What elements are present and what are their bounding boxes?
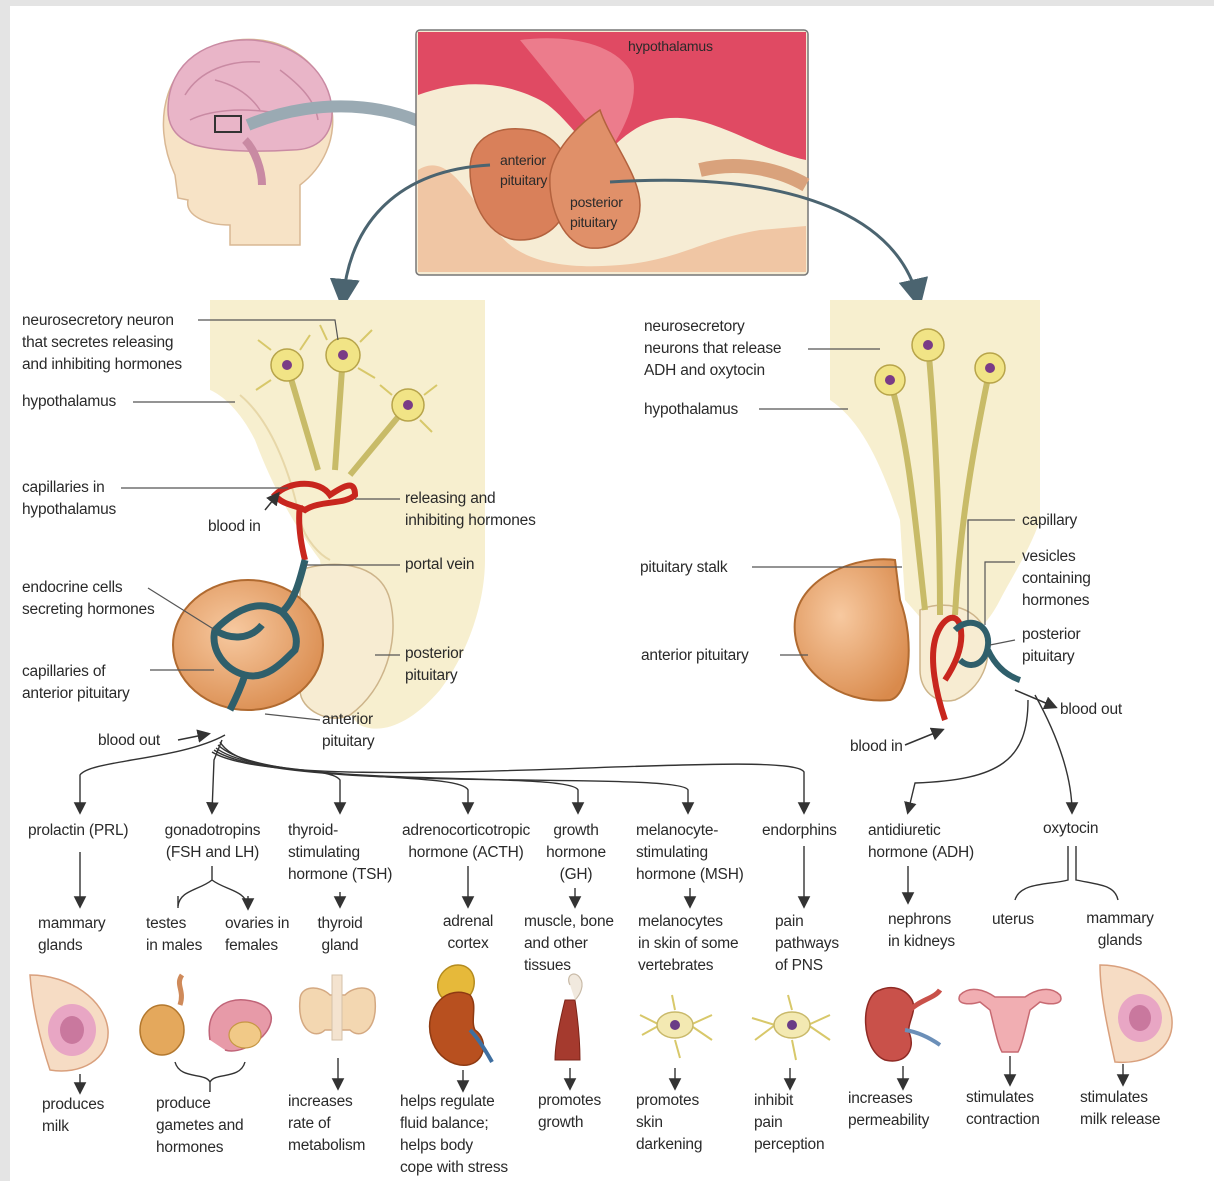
mammary-gland-icon <box>30 975 108 1071</box>
adrenal-icon <box>430 965 492 1065</box>
label-neurosecretory-neuron: neurosecretory neuron that secretes rele… <box>22 310 182 376</box>
effect-inhibit-pain: inhibit pain perception <box>754 1090 824 1156</box>
label-right-blood-out: blood out <box>1060 699 1122 721</box>
effect-fluid-balance: helps regulate fluid balance; helps body… <box>400 1091 508 1179</box>
label-capillaries-hypothalamus: capillaries in hypothalamus <box>22 477 116 521</box>
label-right-anterior: anterior pituitary <box>641 645 749 667</box>
mammary-gland-icon <box>1100 965 1172 1062</box>
effect-gametes: produce gametes and hormones <box>156 1093 243 1159</box>
target-ovaries: ovaries in females <box>225 913 289 957</box>
label-right-blood-in: blood in <box>850 736 903 758</box>
label-capillaries-anterior: capillaries of anterior pituitary <box>22 661 130 705</box>
target-melanocytes: melanocytes in skin of some vertebrates <box>638 911 738 977</box>
hormone-acth: adrenocorticotropic hormone (ACTH) <box>392 820 540 864</box>
label-right-hypothalamus: hypothalamus <box>644 399 738 421</box>
hormone-gh: growth hormone (GH) <box>546 820 606 886</box>
gonads-icon <box>140 975 271 1055</box>
target-oxytocin-mammary: mammary glands <box>1080 908 1160 952</box>
effect-contraction: stimulates contraction <box>966 1087 1040 1131</box>
label-vesicles: vesicles containing hormones <box>1022 546 1091 612</box>
label-right-posterior: posterior pituitary <box>1022 624 1081 668</box>
label-pituitary-stalk: pituitary stalk <box>640 557 727 579</box>
target-mammary-glands: mammary glands <box>38 913 106 957</box>
label-portal-vein: portal vein <box>405 554 474 576</box>
label-left-anterior: anterior pituitary <box>322 709 374 753</box>
label-endocrine-cells: endocrine cells secreting hormones <box>22 577 155 621</box>
label-left-blood-in: blood in <box>208 516 261 538</box>
melanocyte-icon <box>640 995 712 1058</box>
label-left-blood-out: blood out <box>98 730 160 752</box>
head-illustration <box>163 39 332 245</box>
neuron-icon <box>752 995 830 1060</box>
uterus-icon <box>959 989 1061 1052</box>
hormone-tsh: thyroid- stimulating hormone (TSH) <box>288 820 392 886</box>
effect-skin-darkening: promotes skin darkening <box>636 1090 702 1156</box>
label-releasing-hormones: releasing and inhibiting hormones <box>405 488 536 532</box>
pituitary-inset <box>416 30 808 275</box>
hormone-endorphins: endorphins <box>762 820 837 842</box>
effect-metabolism: increases rate of metabolism <box>288 1091 365 1157</box>
effect-growth: promotes growth <box>538 1090 601 1134</box>
label-left-posterior: posterior pituitary <box>405 643 464 687</box>
inset-anterior-label: anterior pituitary <box>500 150 547 190</box>
label-neurosecretory-neurons: neurosecretory neurons that release ADH … <box>644 316 781 382</box>
target-uterus: uterus <box>992 909 1034 931</box>
target-nephrons: nephrons in kidneys <box>888 909 955 953</box>
target-testes: testes in males <box>146 913 202 957</box>
effect-permeability: increases permeability <box>848 1088 929 1132</box>
kidney-icon <box>866 988 940 1061</box>
hormone-msh: melanocyte- stimulating hormone (MSH) <box>636 820 744 886</box>
bone-icon <box>555 974 582 1060</box>
hormone-gonadotropins: gonadotropins (FSH and LH) <box>160 820 265 864</box>
inset-hypothalamus-label: hypothalamus <box>628 36 713 56</box>
inset-posterior-label: posterior pituitary <box>570 192 623 232</box>
hormone-prl: prolactin (PRL) <box>28 820 128 842</box>
target-pain-pathways: pain pathways of PNS <box>775 911 839 977</box>
hormone-oxytocin: oxytocin <box>1043 818 1098 840</box>
label-left-hypothalamus: hypothalamus <box>22 391 116 413</box>
thyroid-icon <box>300 975 376 1040</box>
label-capillary: capillary <box>1022 510 1077 532</box>
effect-produces-milk: produces milk <box>42 1094 104 1138</box>
effect-milk-release: stimulates milk release <box>1080 1087 1160 1131</box>
target-muscle-bone: muscle, bone and other tissues <box>524 911 614 977</box>
target-adrenal: adrenal cortex <box>436 911 500 955</box>
posterior-pituitary-detail <box>795 300 1040 720</box>
target-thyroid: thyroid gland <box>310 913 370 957</box>
hormone-adh: antidiuretic hormone (ADH) <box>868 820 974 864</box>
